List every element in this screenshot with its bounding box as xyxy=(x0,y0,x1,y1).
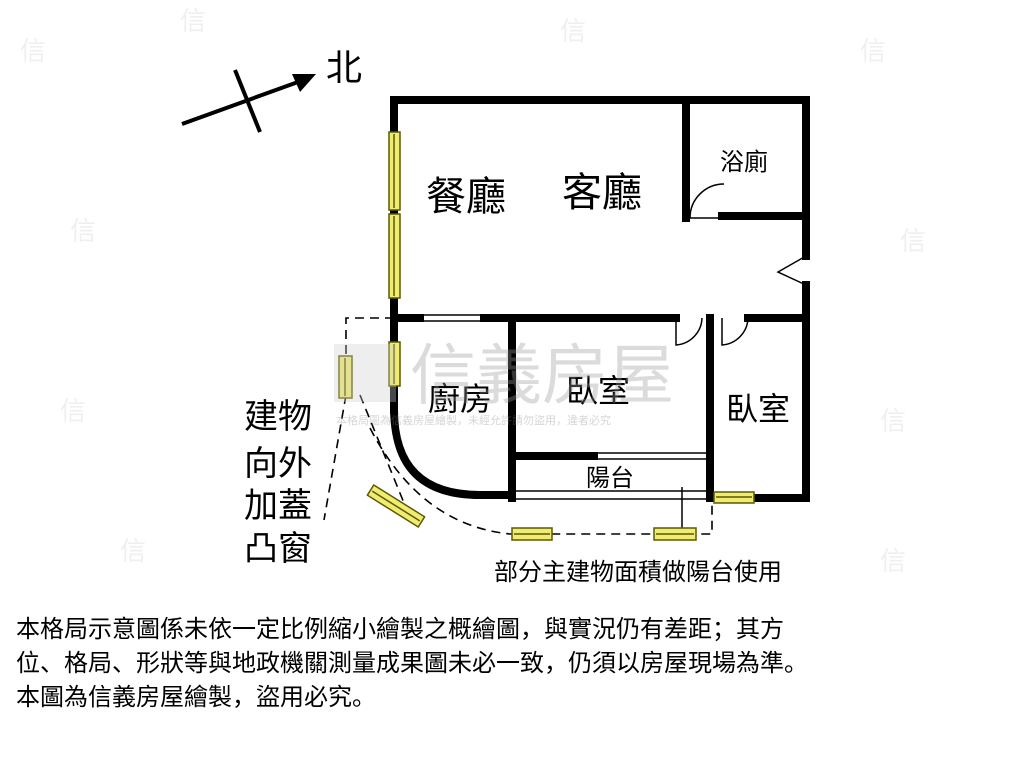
bay-window-line-4: 凸窗 xyxy=(244,529,312,569)
bay-window-line-3: 加蓋 xyxy=(244,486,312,526)
disclaimer-line-1: 本格局示意圖係未依一定比例縮小繪製之概繪圖，與實況仍有差距；其方 xyxy=(16,615,784,643)
room-label-dining: 餐廳 xyxy=(426,174,506,220)
svg-text:信: 信 xyxy=(880,407,906,437)
room-label-bedroom-right: 臥室 xyxy=(726,390,790,428)
arrow-head-icon xyxy=(292,74,316,92)
room-label-kitchen: 廚房 xyxy=(428,380,492,418)
sliding-doors xyxy=(422,314,708,460)
extension-outline xyxy=(323,317,713,535)
north-label: 北 xyxy=(326,48,362,89)
svg-text:信: 信 xyxy=(860,37,886,67)
svg-text:信: 信 xyxy=(20,37,46,67)
floor-plan: 信信信信 信信信信 信信 北 xyxy=(20,7,926,586)
compass: 北 xyxy=(181,48,362,133)
svg-text:信: 信 xyxy=(880,547,906,577)
svg-text:信: 信 xyxy=(120,537,146,567)
entrance-door-icon xyxy=(776,255,807,286)
svg-text:信: 信 xyxy=(900,227,926,257)
watermark-notice: 本格局圖為信義房屋繪製，未經允許請勿盜用，違者必究 xyxy=(336,413,611,427)
bay-window-line-2: 向外 xyxy=(244,444,312,484)
swing-doors xyxy=(675,183,807,346)
bedroom-right-door-icon xyxy=(721,317,749,346)
watermark-brand: 信義房屋 xyxy=(410,337,674,414)
svg-text:信: 信 xyxy=(560,17,586,47)
bay-window-note: 建物 向外 加蓋 凸窗 xyxy=(244,397,312,569)
background-watermark-pattern: 信信信信 信信信信 信信 xyxy=(20,7,926,577)
balcony-railing xyxy=(512,487,710,534)
svg-text:信: 信 xyxy=(70,217,96,247)
balcony-usage-note: 部分主建物面積做陽台使用 xyxy=(494,558,782,586)
room-label-bathroom: 浴廁 xyxy=(720,148,768,176)
watermark-logo: 信義房屋 本格局圖為信義房屋繪製，未經允許請勿盜用，違者必究 xyxy=(334,337,674,427)
disclaimer: 本格局示意圖係未依一定比例縮小繪製之概繪圖，與實況仍有差距；其方 位、格局、形狀… xyxy=(16,612,1016,714)
svg-text:信: 信 xyxy=(180,7,206,37)
disclaimer-line-3: 本圖為信義房屋繪製，盜用必究。 xyxy=(16,683,376,711)
bay-window-line-1: 建物 xyxy=(244,397,312,437)
room-label-living: 客廳 xyxy=(562,170,642,216)
svg-text:信: 信 xyxy=(60,397,86,427)
room-label-balcony: 陽台 xyxy=(586,464,634,492)
bedroom-door-icon xyxy=(675,317,703,346)
bathroom-door-icon xyxy=(689,183,725,219)
disclaimer-line-2: 位、格局、形狀等與地政機關測量成果圖未必一致，仍須以房屋現場為準。 xyxy=(16,649,808,677)
room-label-bedroom-center: 臥室 xyxy=(566,372,630,410)
windows xyxy=(338,131,755,541)
